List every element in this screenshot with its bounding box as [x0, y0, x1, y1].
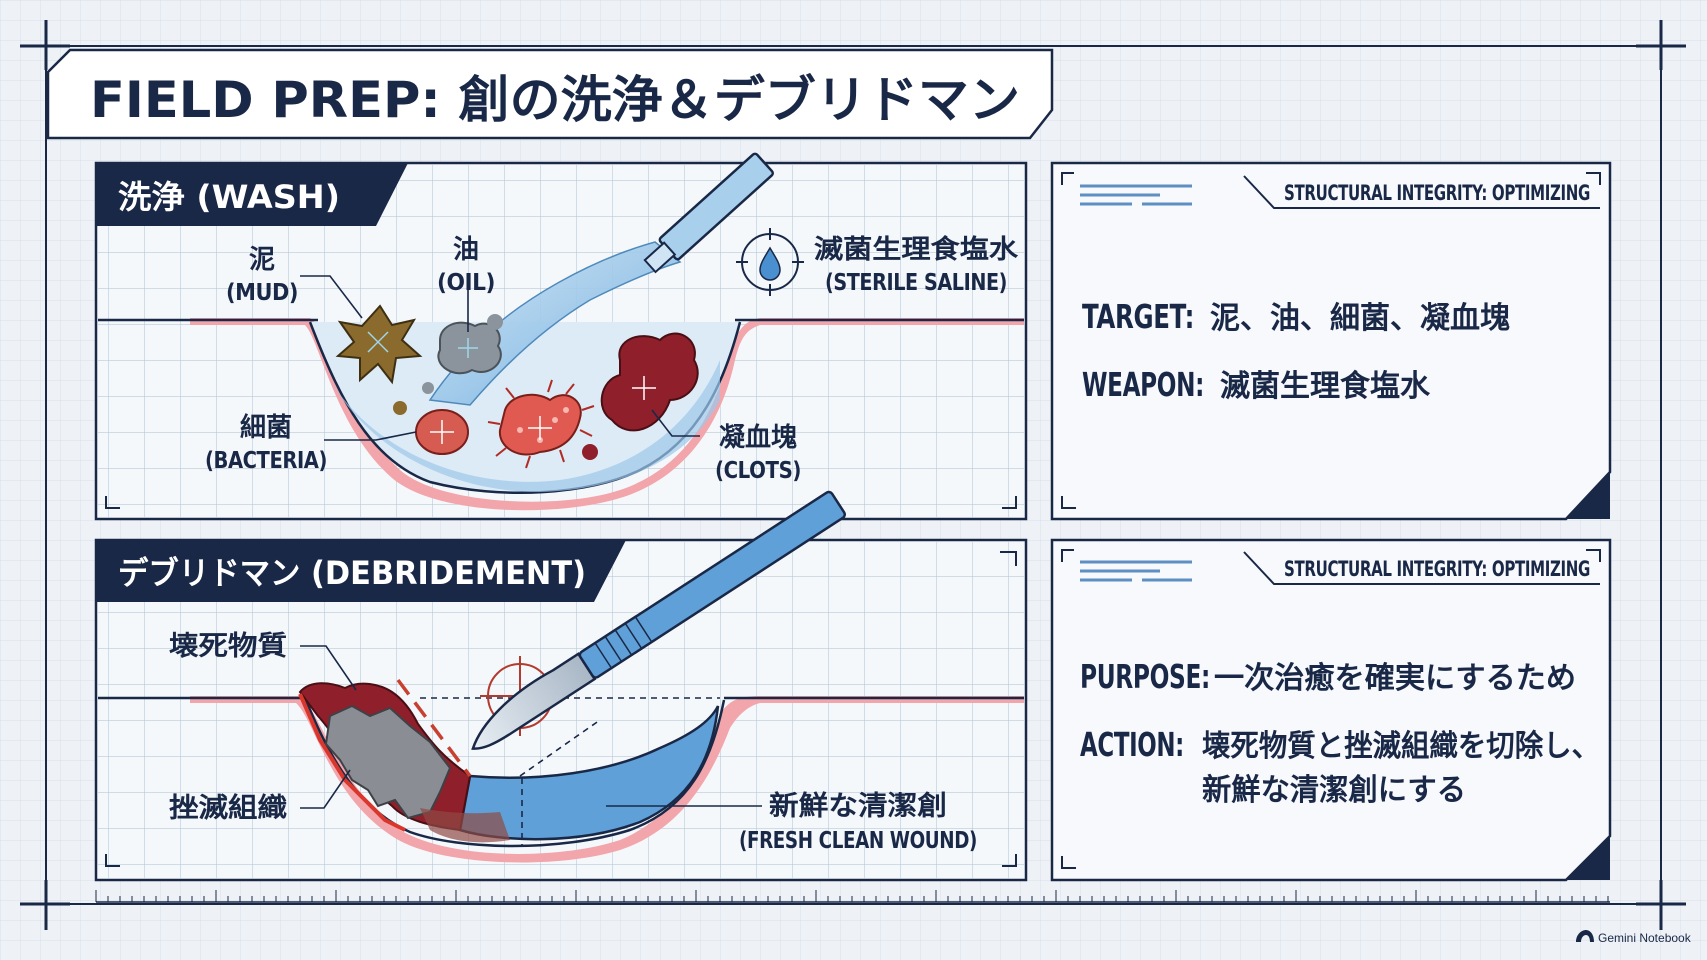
syringe-nozzle — [643, 152, 774, 274]
debridement-leaders — [300, 645, 762, 809]
page-title: FIELD PREP: 創の洗浄＆デブリドマン — [90, 71, 1020, 129]
debridement-status-text: STRUCTURAL INTEGRITY: OPTIMIZING — [1284, 557, 1590, 581]
header-banner: FIELD PREP: 創の洗浄＆デブリドマン — [46, 48, 1054, 140]
wash-tab-label: 洗浄 (WASH) — [118, 178, 340, 216]
fresh-wound-label-en: (FRESH CLEAN WOUND) — [739, 828, 977, 854]
saline-label: 滅菌生理食塩水 — [814, 234, 1019, 265]
weapon-value: 滅菌生理食塩水 — [1220, 369, 1431, 404]
debridement-tab-label: デブリドマン (DEBRIDEMENT) — [118, 554, 586, 592]
wash-tab — [96, 163, 408, 226]
debridement-panel: デブリドマン (DEBRIDEMENT) — [94, 490, 1028, 882]
fresh-wound-label: 新鮮な清潔創 — [769, 790, 947, 822]
oil-label-en: (OIL) — [437, 270, 495, 296]
debridement-tab — [96, 540, 626, 602]
footer-brand: Gemini Notebook — [1576, 930, 1692, 945]
outer-frame — [20, 20, 1686, 930]
blood-clot — [600, 332, 699, 432]
cut-line — [396, 678, 472, 778]
bacteria-label-en: (BACTERIA) — [205, 448, 327, 474]
target-key: TARGET: — [1082, 297, 1194, 336]
clots-label-en: (CLOTS) — [715, 458, 801, 484]
purpose-value: 一次治癒を確実にするため — [1214, 661, 1576, 696]
info-panel-debridement: STRUCTURAL INTEGRITY: OPTIMIZING PURPOSE… — [1050, 538, 1612, 882]
wash-panel: 洗浄 (WASH) — [94, 152, 1028, 521]
target-value: 泥、油、細菌、凝血塊 — [1210, 301, 1510, 336]
scalpel — [471, 490, 846, 750]
saline-target-icon — [736, 228, 804, 296]
action-value-line1: 壊死物質と挫滅組織を切除し、 — [1202, 729, 1600, 764]
mud-label: 泥 — [249, 245, 275, 275]
wash-leaders — [300, 275, 700, 441]
clots-label: 凝血塊 — [719, 423, 797, 453]
wash-status-text: STRUCTURAL INTEGRITY: OPTIMIZING — [1284, 181, 1590, 205]
bacteria-label: 細菌 — [240, 413, 292, 443]
action-value-line2: 新鮮な清潔創にする — [1202, 773, 1466, 808]
action-key: ACTION: — [1080, 725, 1184, 764]
brand-logo-icon — [1576, 930, 1594, 942]
brand-text: Gemini Notebook — [1598, 931, 1692, 945]
purpose-key: PURPOSE: — [1080, 657, 1210, 696]
saline-label-en: (STERILE SALINE) — [825, 270, 1007, 296]
info-panel-wash: STRUCTURAL INTEGRITY: OPTIMIZING TARGET:… — [1050, 161, 1612, 521]
weapon-key: WEAPON: — [1082, 365, 1204, 404]
ruler-ticks — [95, 890, 1609, 902]
crushed-label: 挫滅組織 — [169, 792, 287, 824]
mud-label-en: (MUD) — [226, 280, 298, 306]
necrotic-label: 壊死物質 — [169, 631, 287, 662]
oil-label: 油 — [453, 235, 479, 265]
